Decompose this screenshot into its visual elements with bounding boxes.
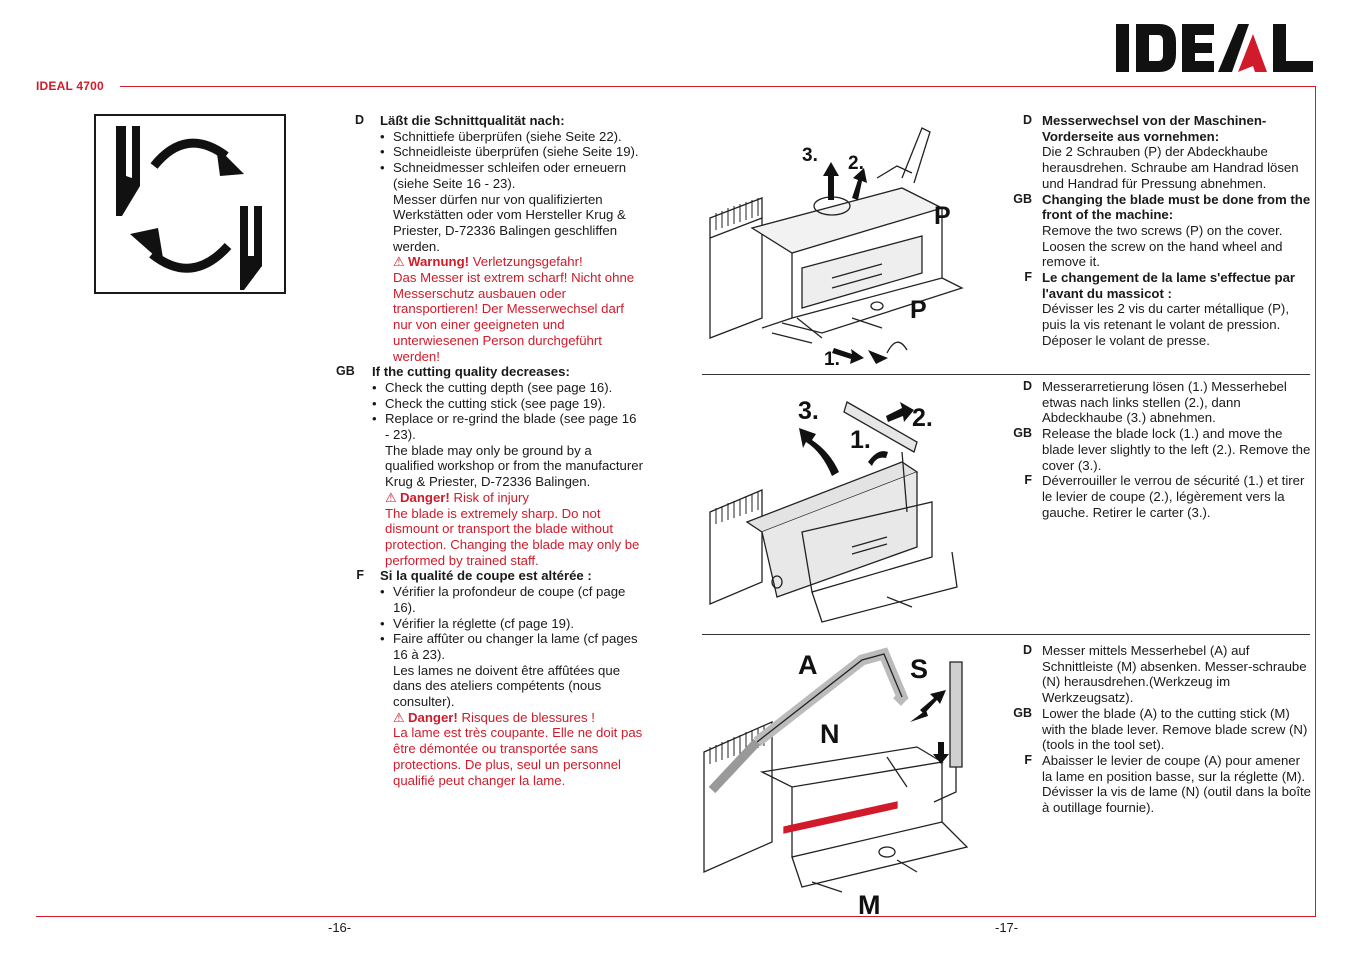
model-name: IDEAL 4700 [36,79,104,93]
warning-gb: ⚠Danger! Risk of injury [385,489,529,505]
right-text-section-3: D Messer mittels Messerhebel (A) auf Sch… [1010,643,1312,816]
section-divider [702,634,1310,635]
list-item: •Faire affûter ou changer la lame (cf pa… [380,631,638,662]
left-text-column: D Läßt die Schnittqualität nach: •Schnit… [336,113,644,788]
lang-label-d: D [354,113,364,127]
ideal-logo [1114,22,1316,74]
section-d: D Läßt die Schnittqualität nach: •Schnit… [344,113,644,364]
right-text-section-2: D Messerarretierung lösen (1.) Messerheb… [1010,379,1312,520]
ideal-logo-icon [1116,24,1313,72]
block-f: F Déverrouiller le verrou de sécurité (1… [1024,473,1305,520]
block-f: F Le changement de la lame s'effectue pa… [1024,270,1296,348]
list-item: •Check the cutting stick (see page 19). [372,395,606,411]
list-item: •Replace or re-grind the blade (see page… [372,411,637,443]
section-f: F Si la qualité de coupe est altérée : •… [344,568,644,788]
figure-label: P [910,296,927,324]
list-item: •Schnittiefe überprüfen (siehe Seite 22)… [380,128,622,144]
warning-body-f: La lame est très coupante. Elle ne doit … [393,725,643,788]
list-item: •Schneidmesser schleifen oder erneuern (… [380,160,627,191]
illustration-lower-blade: A S N M [702,642,970,918]
illustration-release-blade-lock: 3. 1. 2. [702,382,970,630]
warning-triangle-icon: ⚠ [385,489,397,505]
warning-body-d: Das Messer ist extrem scharf! Nicht ohne… [393,270,635,364]
blade-exchange-icon-box [94,114,286,294]
note-d: Messer dürfen nur von qualifizierten Wer… [393,191,626,254]
block-gb: GB Release the blade lock (1.) and move … [1013,426,1311,473]
heading-f: Si la qualité de coupe est altérée : [380,568,592,584]
figure-label: S [910,654,928,684]
figure-label: 2. [912,404,933,432]
lang-label-f: F [356,568,364,583]
figure-label: N [820,719,840,749]
list-item: •Schneidleiste überprüfen (siehe Seite 1… [380,144,639,160]
footer-rule [36,916,1316,917]
figure-label: 3. [798,397,819,425]
figure-label: 3. [802,145,818,166]
note-gb: The blade may only be ground by a qualif… [385,442,644,490]
list-item: •Vérifier la réglette (cf page 19). [380,615,575,631]
block-d: D Messer mittels Messerhebel (A) auf Sch… [1022,643,1307,706]
lang-label-gb: GB [336,364,355,379]
figure-label: M [858,890,881,918]
warning-body-gb: The blade is extremely sharp. Do not dis… [385,505,640,568]
header-rule [120,86,1316,87]
page-number-left: -16- [328,920,352,935]
figure-label: 1. [850,426,871,454]
illustration-remove-cover-screws: 3. 2. P P 1. [702,118,970,370]
block-f: F Abaisser le levier de coupe (A) pour a… [1024,752,1311,816]
blade-exchange-cycle-icon [116,126,262,290]
warning-d: ⚠Warnung! Verletzungsgefahr! [393,254,583,270]
figure-label: P [934,202,951,230]
note-f: Les lames ne doivent être affûtées que d… [393,662,621,710]
list-item: •Vérifier la profondeur de coupe (cf pag… [380,584,626,615]
block-d: D Messerarretierung lösen (1.) Messerheb… [1022,379,1287,426]
warning-triangle-icon: ⚠ [393,709,405,725]
page-number-right: -17- [995,920,1019,935]
figure-label: A [798,650,818,680]
warning-triangle-icon: ⚠ [393,254,405,270]
block-gb: GB Changing the blade must be done from … [1013,191,1311,270]
heading-gb: If the cutting quality decreases: [372,364,570,380]
right-border [1315,86,1316,916]
warning-f: ⚠Danger! Risques de blessures ! [393,709,595,725]
list-item: •Check the cutting depth (see page 16). [372,379,613,395]
right-text-section-1: D Messerwechsel von der Maschinen-Vorder… [1010,113,1312,349]
section-gb: GB If the cutting quality decreases: •Ch… [336,364,644,568]
block-gb: GB Lower the blade (A) to the cutting st… [1013,705,1308,753]
figure-label: 2. [848,153,864,174]
figure-label: 1. [824,349,840,370]
section-divider [702,374,1310,375]
heading-d: Läßt die Schnittqualität nach: [380,113,565,128]
block-d: D Messerwechsel von der Maschinen-Vorder… [1022,113,1299,191]
